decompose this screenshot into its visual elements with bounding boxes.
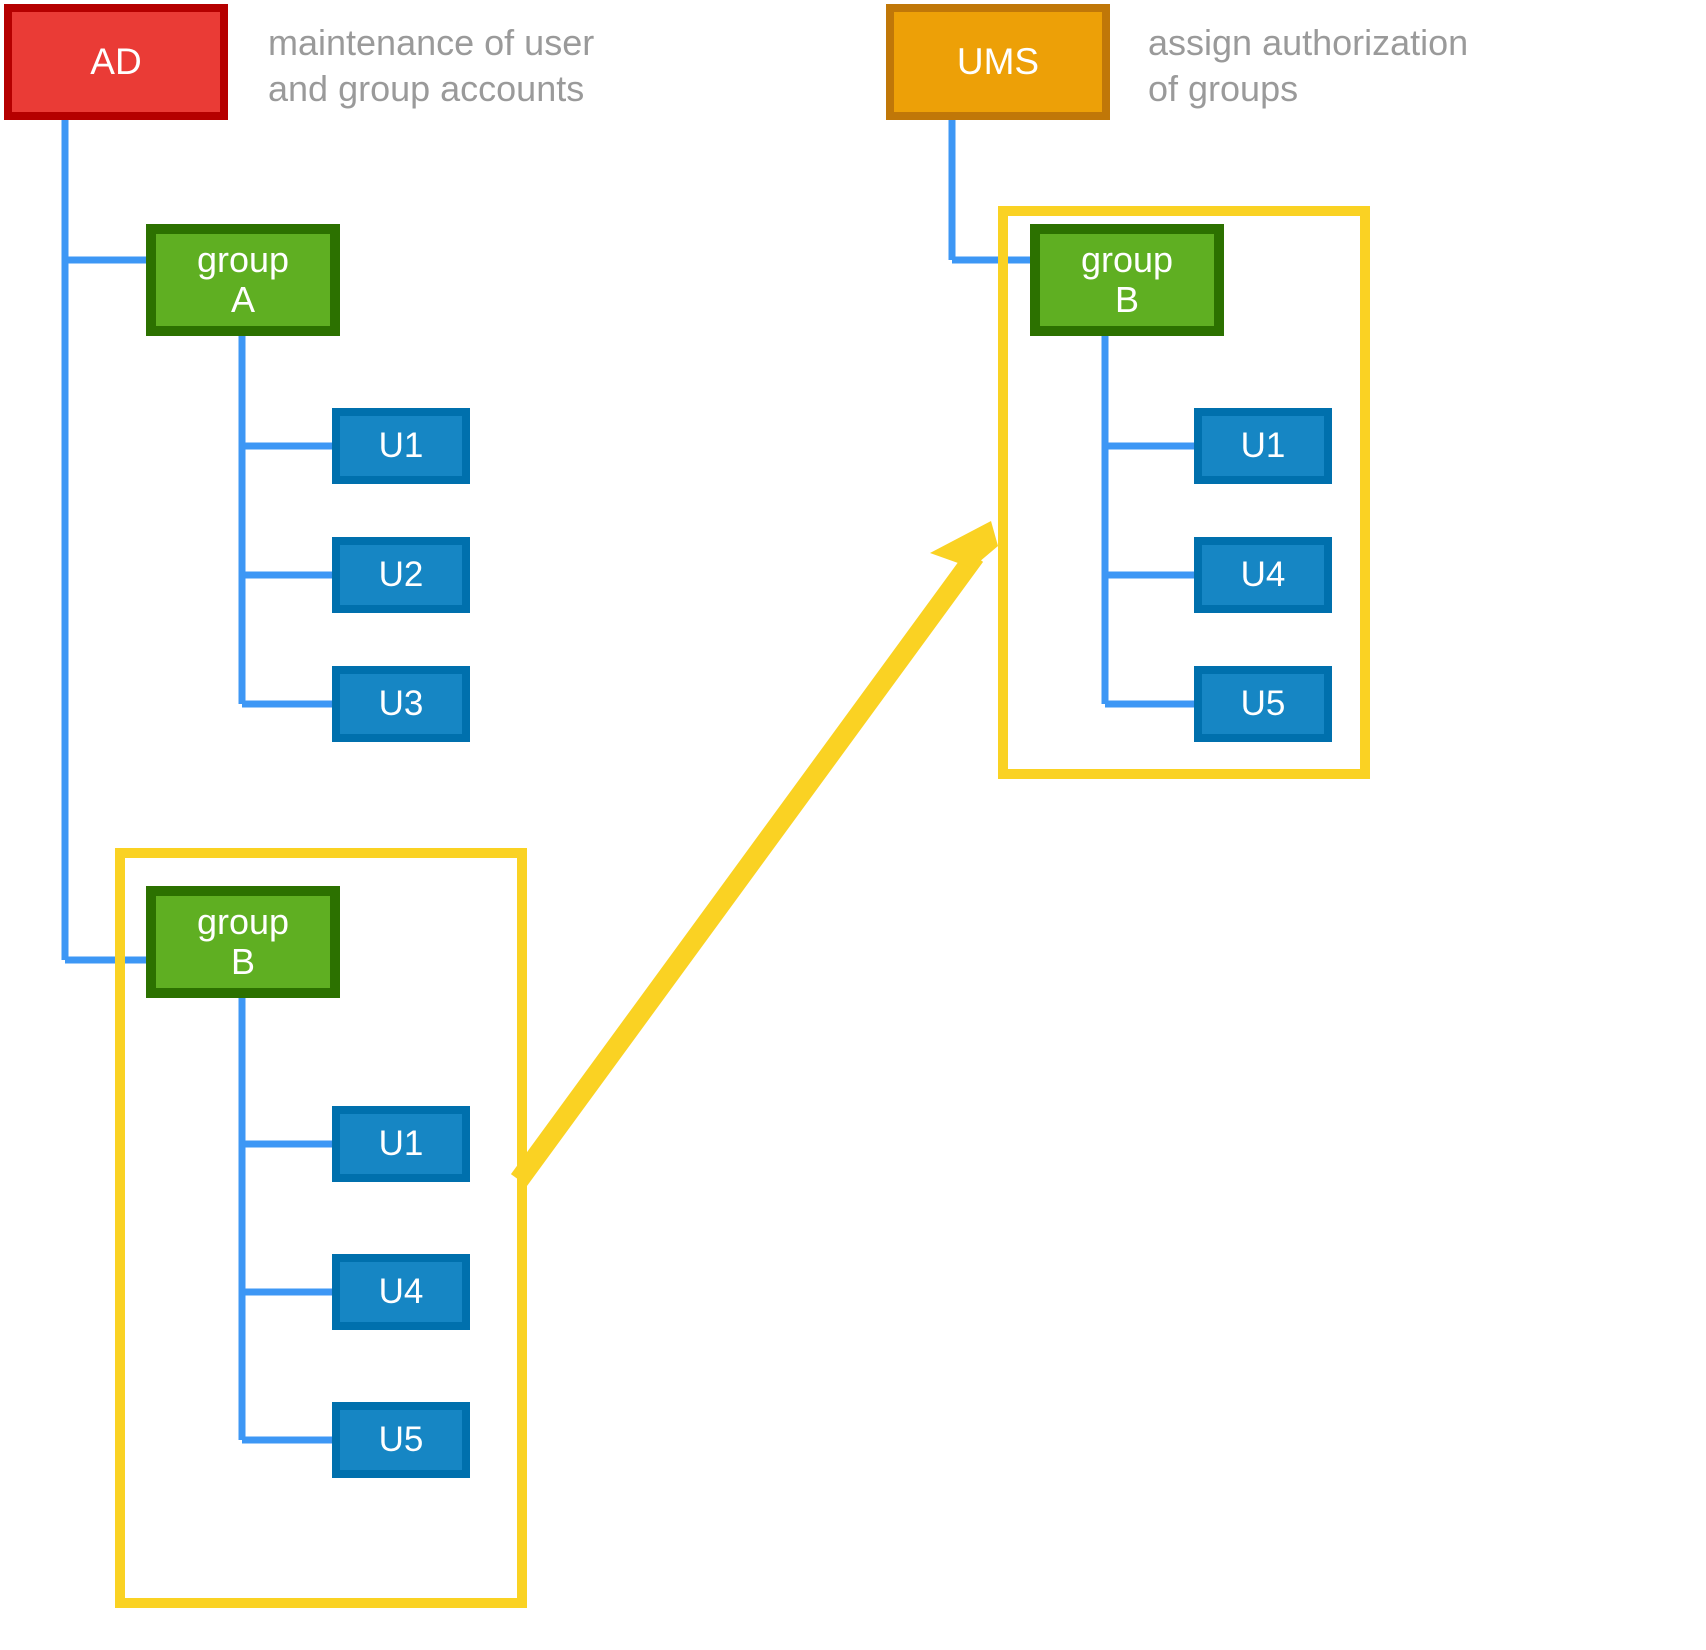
node-group-a-user-u2[interactable]: U2	[332, 537, 470, 613]
caption-ums: assign authorization of groups	[1148, 22, 1469, 110]
node-group-b-ums-user-u1[interactable]: U1	[1194, 408, 1332, 484]
node-group-b-ums[interactable]: group B	[1030, 224, 1224, 336]
ums-group-b-container	[998, 206, 1370, 779]
ad-group-b-container	[115, 848, 527, 1608]
node-group-b-ad-user-u4[interactable]: U4	[332, 1254, 470, 1330]
node-group-b-ums-user-u4[interactable]: U4	[1194, 537, 1332, 613]
node-group-b-ad-user-u1[interactable]: U1	[332, 1106, 470, 1182]
node-ums[interactable]: UMS	[886, 4, 1110, 120]
node-group-a[interactable]: group A	[146, 224, 340, 336]
node-group-a-user-u1[interactable]: U1	[332, 408, 470, 484]
node-group-b-ums-user-u5[interactable]: U5	[1194, 666, 1332, 742]
node-ad[interactable]: AD	[4, 4, 228, 120]
caption-ad: maintenance of user and group accounts	[268, 22, 595, 110]
node-group-a-user-u3[interactable]: U3	[332, 666, 470, 742]
group-b-sync-arrow	[510, 521, 998, 1186]
node-group-b-ad[interactable]: group B	[146, 886, 340, 998]
node-group-b-ad-user-u5[interactable]: U5	[332, 1402, 470, 1478]
